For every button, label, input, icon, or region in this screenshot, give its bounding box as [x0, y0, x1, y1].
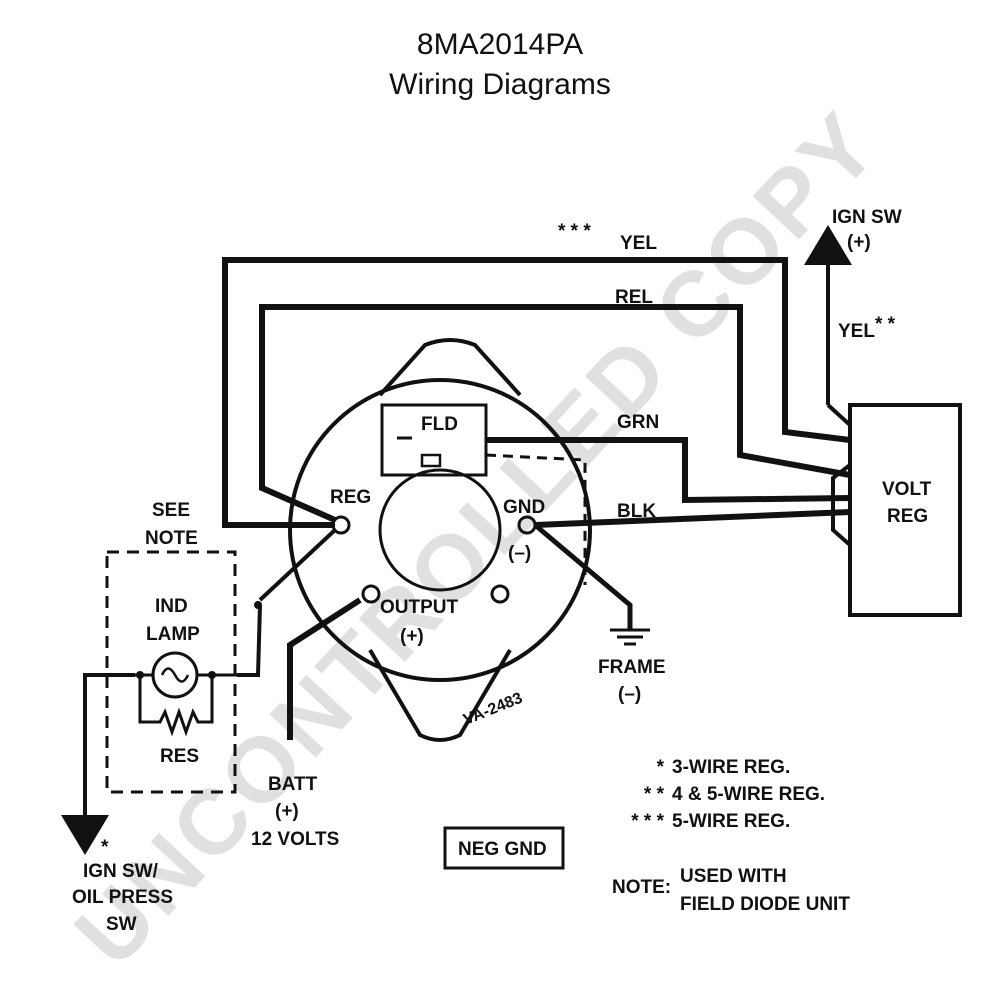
legend-text-2: 4 & 5-WIRE REG.: [672, 784, 825, 805]
junction-dot: [136, 671, 144, 679]
frame-ground-wire: [533, 523, 633, 630]
ign-sw-to-reg: [826, 403, 852, 427]
ign-sw-bottom-wire: [61, 673, 135, 855]
output-label: OUTPUT: [380, 597, 459, 618]
alternator-stamp: VA-2483: [461, 690, 525, 729]
legend-stars-2: * *: [644, 784, 665, 805]
alternator-top-mount: [378, 338, 522, 397]
grn-wire: [486, 437, 851, 504]
note-label: NOTE:: [612, 877, 671, 898]
junction-dot: [208, 671, 216, 679]
legend-stars-3: * * *: [631, 811, 664, 832]
ind-lamp-symbol: [135, 651, 237, 737]
red-wire: [259, 304, 851, 523]
gnd-label: GND: [503, 497, 545, 518]
legend-stars-1: *: [657, 757, 665, 778]
voltage-regulator: [831, 403, 962, 617]
ind-lamp-label-2: LAMP: [146, 624, 200, 645]
alternator: [288, 338, 592, 742]
yel-top-stars: * * *: [558, 221, 591, 242]
note-line-2: FIELD DIODE UNIT: [680, 894, 850, 915]
yel-right-label: YEL: [838, 321, 875, 342]
ign-sw-bottom-star: *: [101, 837, 109, 858]
ign-sw-top-label-2: (+): [847, 232, 871, 253]
neg-gnd-label: NEG GND: [458, 839, 547, 860]
page-title: Wiring Diagrams: [389, 68, 611, 101]
batt-label-2: (+): [275, 801, 299, 822]
ign-sw-bottom-label-2: OIL PRESS: [72, 887, 173, 908]
batt-label-1: BATT: [268, 774, 318, 795]
ind-lamp-label-1: IND: [155, 596, 188, 617]
alternator-housing: [288, 378, 592, 682]
alternator-center-bore: [378, 468, 502, 592]
batt-label-3: 12 VOLTS: [251, 829, 339, 850]
ign-sw-bottom-label-1: IGN SW/: [83, 861, 159, 882]
red-label: REL: [615, 287, 653, 308]
alternator-bottom-mount: [368, 648, 512, 742]
yel-wire: [222, 257, 851, 528]
resistor-icon: [138, 675, 214, 737]
reg-label: REG: [330, 487, 371, 508]
ign-sw-bottom-label-3: SW: [106, 914, 137, 935]
see-note-dashed-box: [105, 550, 237, 794]
see-note-label-1: SEE: [152, 500, 190, 521]
frame-label-1: FRAME: [598, 657, 666, 678]
blk-wire: [534, 509, 851, 528]
volt-reg-box: [848, 403, 962, 617]
reg-to-lamp-wire: [258, 528, 337, 602]
frame-label-2: (–): [618, 684, 641, 705]
grn-label: GRN: [617, 412, 659, 433]
volt-reg-label-1: VOLT: [882, 479, 932, 500]
neg-gnd-box: [443, 826, 565, 870]
mounting-hole: [490, 584, 510, 604]
lamp-lead-right: [237, 604, 262, 677]
batt-wire: [287, 597, 362, 740]
junction-dot: [254, 601, 262, 609]
yel-top-label: YEL: [620, 233, 657, 254]
lamp-filament: [160, 667, 190, 683]
ground-symbol: [610, 628, 650, 646]
output-sign: (+): [400, 626, 424, 647]
part-number: 8MA2014PA: [416, 28, 584, 61]
yel-right-stars: * *: [875, 314, 896, 335]
volt-reg-label-2: REG: [887, 506, 928, 527]
output-terminal: [361, 584, 381, 604]
see-note-label-2: NOTE: [145, 528, 198, 549]
fld-label: FLD: [421, 414, 458, 435]
legend-text-1: 3-WIRE REG.: [672, 757, 790, 778]
volt-reg-connector: [831, 463, 852, 547]
blk-label: BLK: [617, 501, 656, 522]
ign-sw-top-label-1: IGN SW: [832, 207, 902, 228]
note-line-1: USED WITH: [680, 866, 787, 887]
field-diode: [420, 453, 442, 468]
legend-text-3: 5-WIRE REG.: [672, 811, 790, 832]
gnd-sign: (–): [508, 543, 531, 564]
res-label: RES: [160, 746, 199, 767]
